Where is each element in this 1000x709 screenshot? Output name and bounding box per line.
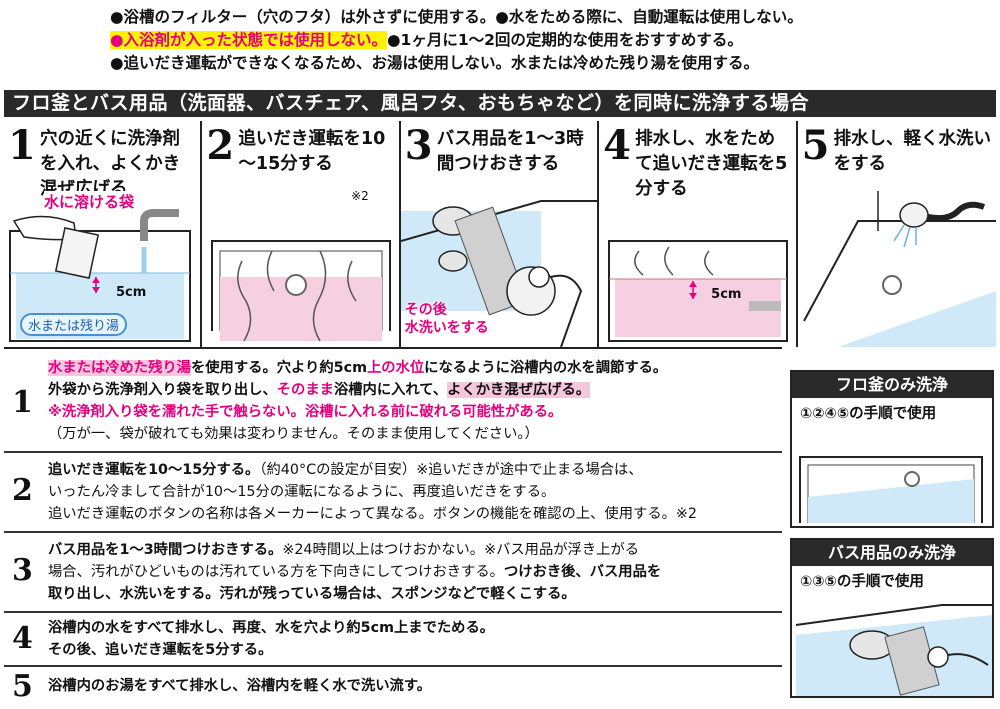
box-steps: ①②④⑤の手順で使用	[800, 406, 937, 422]
detail-step-1: 1 水または冷めた残り湯を使用する。穴より約5cm上の水位になるように浴槽内の水…	[4, 355, 782, 453]
detail-4-text-a: 浴槽内の水をすべて排水し、再度、水を穴より約5cm上までためる。	[48, 620, 495, 636]
detail-3-text-c: つけおき後、バス用品を	[503, 564, 662, 580]
detail-3-text-a: ※24時間以上はつけおかない。※バス用品が浮き上がる	[282, 542, 640, 558]
depth-label: 5cm	[711, 287, 742, 302]
detail-3-heading: バス用品を1～3時間つけおきする。	[48, 542, 283, 558]
bath-goods-only-box: バス用品のみ洗浄 ①③⑤の手順で使用	[790, 538, 994, 698]
step-title: 追いだき運転を10～15分する	[238, 129, 386, 174]
drain-rinse-illustration	[802, 191, 996, 347]
boiler-only-box: フロ釜のみ洗浄 ①②④⑤の手順で使用	[790, 370, 994, 528]
detail-text: 浴槽内の水をすべて排水し、再度、水を穴より約5cm上までためる。 その後、追いだ…	[48, 613, 782, 664]
detail-text: 浴槽内のお湯をすべて排水し、浴槽内を軽く水で洗い流す。	[48, 667, 782, 700]
detail-5-text: 浴槽内のお湯をすべて排水し、浴槽内を軽く水で洗い流す。	[48, 678, 432, 694]
detail-4-text-b: その後、追いだき運転を5分する。	[48, 642, 273, 658]
detail-2-heading: 追いだき運転を10～15分する。	[48, 462, 260, 478]
box-title: バス用品のみ洗浄	[792, 540, 992, 566]
note-line-2: ●入浴剤が入った状態では使用しない。●1ヶ月に1～2回の定期的な使用をおすすめす…	[110, 29, 970, 52]
detail-1-as-is: そのまま	[276, 382, 334, 398]
illustrated-steps: 1 穴の近くに洗浄剤を入れ、よくかき混ぜ広げる 水に溶ける袋 5cm 水または残…	[4, 121, 996, 347]
section-banner: フロ釜とバス用品（洗面器、バスチェア、風呂フタ、おもちゃなど）を同時に洗浄する場…	[4, 90, 996, 117]
section-divider	[4, 347, 782, 349]
box-steps: ①③⑤の手順で使用	[800, 574, 924, 590]
detail-text: 水または冷めた残り湯を使用する。穴より約5cm上の水位になるように浴槽内の水を調…	[48, 355, 782, 448]
step-3-panel: 3 バス用品を1～3時間つけおきする その後 水洗いをする	[400, 121, 600, 347]
detail-1-text-c: 外袋から洗浄剤入り袋を取り出し、	[48, 382, 277, 398]
detail-2-text-b: いったん冷まして合計が10～15分の運転になるように、再度追いだきをする。	[48, 484, 556, 500]
depth-label: 5cm	[116, 285, 147, 300]
detail-3-text-d: 取り出し、水洗いをする。汚れが残っている場合は、スポンジなどで軽くこする。	[48, 586, 576, 602]
detail-1-stir: よくかき混ぜ広げる。	[447, 382, 591, 398]
note-recommendation: ●1ヶ月に1～2回の定期的な使用をおすすめする。	[387, 31, 743, 49]
detail-2-text-a: （約40°Cの設定が目安）※追いだきが途中で止まる場合は、	[259, 462, 643, 478]
note-line-3: ●追いだき運転ができなくなるため、お湯は使用しない。水または冷めた残り湯を使用す…	[110, 54, 760, 72]
detail-1-water-type: 水または冷めた残り湯	[48, 360, 191, 376]
water-label: 水または残り湯	[20, 313, 128, 336]
soaking-illustration	[400, 199, 598, 347]
step-number: 2	[206, 122, 235, 169]
bag-label: 水に溶ける袋	[44, 191, 135, 212]
step-title: バス用品を1～3時間つけおきする	[436, 129, 584, 174]
detail-1-text-b: になるように浴槽内の水を調節する。	[424, 360, 668, 376]
detail-1-water-level: 上の水位	[366, 360, 425, 376]
bathtub-icon	[799, 456, 983, 523]
detail-number: 3	[12, 553, 33, 588]
detail-number: 5	[12, 669, 33, 704]
detail-number: 1	[12, 385, 33, 420]
after-note-line-1: その後	[404, 302, 447, 318]
step-title: 排水し、軽く水洗いをする	[833, 129, 992, 174]
usage-notes: ●浴槽のフィルター（穴のフタ）は外さずに使用する。●水をためる際に、自動運転は使…	[110, 6, 970, 75]
box-title: フロ釜のみ洗浄	[792, 372, 992, 398]
detail-step-4: 4 浴槽内の水をすべて排水し、再度、水を穴より約5cm上までためる。 その後、追…	[4, 613, 782, 667]
note-warning-highlight: ●入浴剤が入った状態では使用しない。	[110, 31, 388, 49]
detail-text: バス用品を1～3時間つけおきする。※24時間以上はつけおかない。※バス用品が浮き…	[48, 533, 782, 608]
soaking-goods-icon	[795, 604, 992, 696]
detail-step-5: 5 浴槽内のお湯をすべて排水し、浴槽内を軽く水で洗い流す。	[4, 667, 782, 707]
detailed-instructions: 1 水または冷めた残り湯を使用する。穴より約5cm上の水位になるように浴槽内の水…	[4, 355, 782, 707]
note-line-1: ●浴槽のフィルター（穴のフタ）は外さずに使用する。●水をためる際に、自動運転は使…	[110, 8, 803, 26]
after-note-line-2: 水洗いをする	[404, 320, 489, 336]
detail-1-caution: ※洗浄剤入り袋を濡れた手で触らない。浴槽に入れる前に破れる可能性がある。	[48, 404, 563, 420]
detail-number: 4	[12, 621, 33, 656]
step-1-panel: 1 穴の近くに洗浄剤を入れ、よくかき混ぜ広げる 水に溶ける袋 5cm 水または残…	[4, 121, 203, 347]
step-number: 5	[801, 122, 830, 169]
detail-1-text-a: を使用する。穴より約5cm	[190, 360, 367, 376]
detail-3-text-b: 場合、汚れがひどいものは汚れている方を下向きにしてつけおきする。	[48, 564, 504, 580]
detail-step-3: 3 バス用品を1～3時間つけおきする。※24時間以上はつけおかない。※バス用品が…	[4, 533, 782, 613]
step-number: 4	[603, 122, 632, 169]
detail-number: 2	[12, 473, 33, 508]
step-number: 1	[8, 122, 36, 169]
refill-reheat-illustration	[608, 240, 789, 342]
detail-text: 追いだき運転を10～15分する。（約40°Cの設定が目安）※追いだきが途中で止ま…	[48, 453, 782, 528]
step-2-panel: 2 追いだき運転を10～15分する ※2	[202, 121, 401, 347]
step-5-panel: 5 排水し、軽く水洗いをする	[798, 121, 996, 347]
step-number: 3	[404, 122, 433, 169]
detail-2-text-c: 追いだき運転のボタンの名称は各メーカーによって異なる。ボタンの機能を確認の上、使…	[48, 506, 697, 522]
detail-1-text-d: 浴槽内に入れて、	[333, 382, 448, 398]
detail-step-2: 2 追いだき運転を10～15分する。（約40°Cの設定が目安）※追いだきが途中で…	[4, 453, 782, 533]
footnote-mark: ※2	[351, 189, 369, 203]
reheating-illustration	[211, 240, 392, 342]
after-rinse-note: その後 水洗いをする	[405, 301, 489, 337]
detail-1-note: （万が一、袋が破れても効果は変わりません。そのまま使用してください。）	[48, 426, 539, 442]
step-4-panel: 4 排水し、水をためて追いだき運転を5分する 5cm	[599, 121, 798, 347]
step-title: 排水し、水をためて追いだき運転を5分する	[635, 129, 788, 199]
